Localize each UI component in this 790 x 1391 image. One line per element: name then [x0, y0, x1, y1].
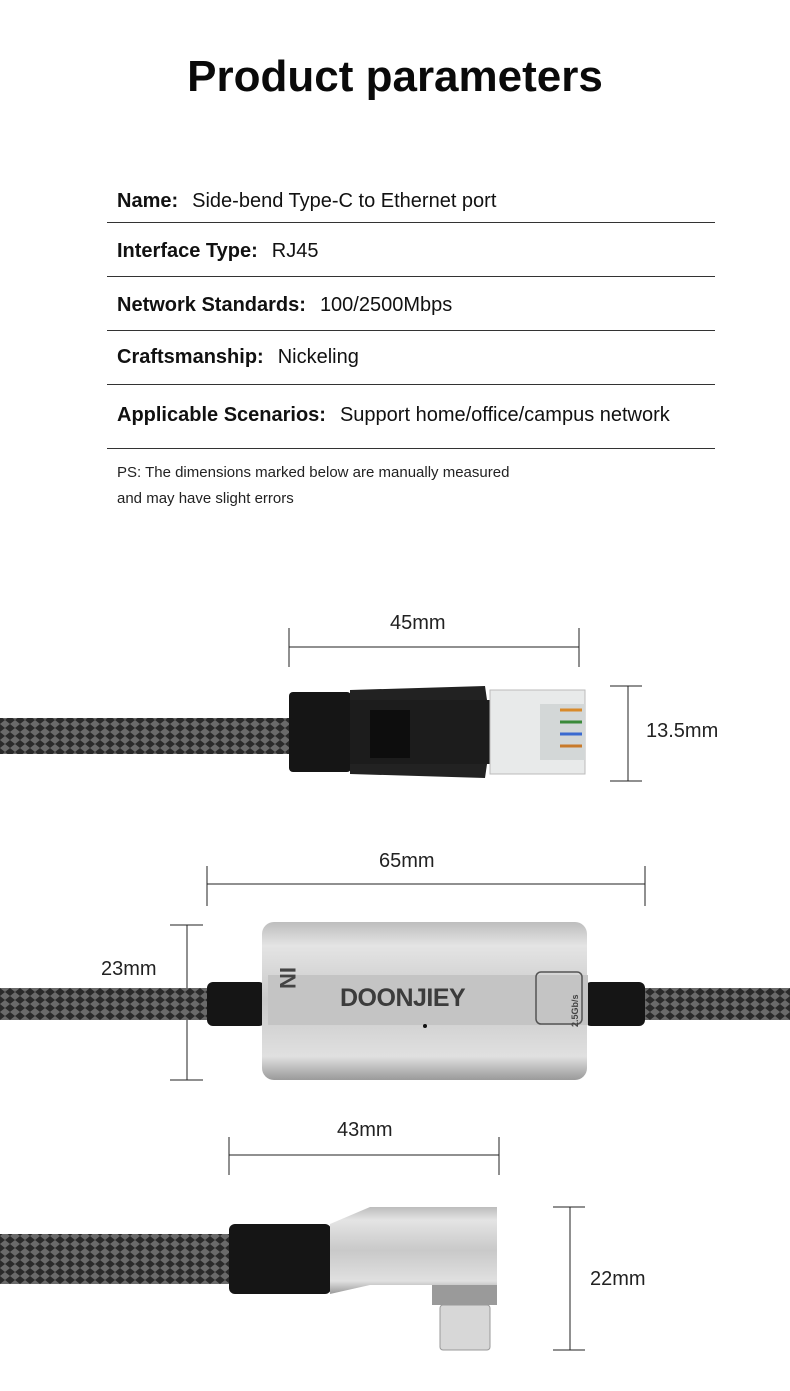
dimension-lines — [170, 628, 646, 1351]
divider — [107, 330, 715, 331]
param-value: 100/2500Mbps — [319, 294, 453, 316]
brand-logo: DOONJIEY — [340, 984, 466, 1012]
dim-rj45-length: 45mm — [390, 612, 446, 634]
param-craft: Craftsmanship: Nickeling — [117, 346, 359, 369]
divider — [107, 222, 715, 223]
param-name: Name: Side-bend Type-C to Ethernet port — [117, 190, 496, 213]
adapter-image — [0, 922, 790, 1080]
divider — [107, 384, 715, 385]
note-line: and may have slight errors — [117, 490, 294, 507]
rj45-plug-image — [0, 686, 586, 778]
param-scenarios: Applicable Scenarios: Support home/office… — [117, 404, 670, 427]
param-network: Network Standards: 100/2500Mbps — [117, 294, 452, 317]
port-label: IN — [275, 967, 300, 989]
speed-badge: 2.5Gb/s — [570, 994, 580, 1027]
param-label: Applicable Scenarios: — [117, 404, 326, 426]
dim-adapter-length: 65mm — [379, 850, 435, 872]
dim-rj45-height: 13.5mm — [646, 720, 719, 742]
page-title: Product parameters — [187, 52, 603, 101]
note-line: PS: The dimensions marked below are manu… — [117, 464, 510, 481]
param-interface: Interface Type: RJ45 — [117, 240, 318, 263]
dim-adapter-height: 23mm — [101, 958, 157, 980]
param-value: Side-bend Type-C to Ethernet port — [192, 190, 497, 212]
param-value: Support home/office/campus network — [339, 404, 670, 426]
param-label: Network Standards: — [117, 294, 306, 316]
divider — [107, 276, 715, 277]
divider — [107, 448, 715, 449]
param-label: Interface Type: — [117, 240, 258, 262]
param-value: Nickeling — [277, 346, 359, 368]
usb-c-plug-image — [0, 1207, 497, 1351]
param-label: Name: — [117, 190, 179, 212]
param-value: RJ45 — [271, 240, 319, 262]
dim-usbc-height: 22mm — [590, 1268, 646, 1290]
param-label: Craftsmanship: — [117, 346, 264, 368]
dim-usbc-length: 43mm — [337, 1119, 393, 1141]
